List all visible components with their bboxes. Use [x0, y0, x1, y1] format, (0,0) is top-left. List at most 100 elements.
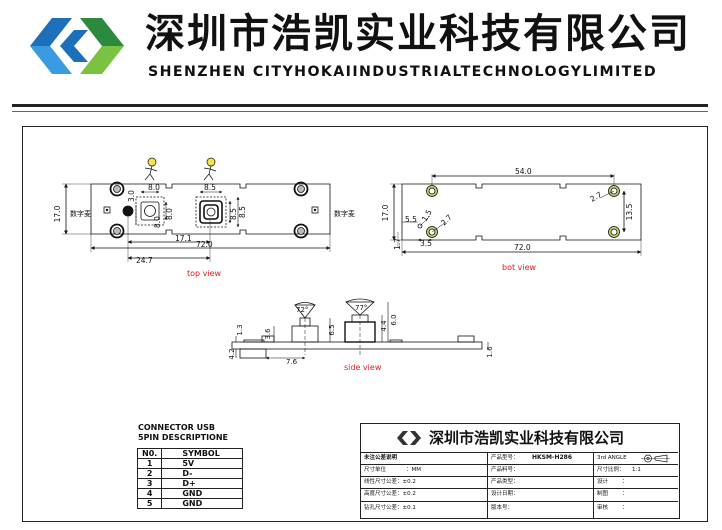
drafter-label: 制图 [597, 491, 609, 497]
company-header: 深圳市浩凯实业科技有限公司 SHENZHEN CITYHOKAIINDUSTRI… [0, 0, 722, 96]
reviewer-value: ： [622, 505, 628, 511]
company-name-en: SHENZHEN CITYHOKAIINDUSTRIALTECHNOLOGYLI… [148, 64, 658, 80]
pin-symbol-header: SYMBOL [161, 448, 244, 459]
pin-symbol: D+ [161, 478, 244, 489]
dim-label: 24.7 [136, 256, 153, 265]
version-label: 版本号： [491, 505, 514, 511]
mic-label-left: 数字麦 [70, 209, 91, 218]
reviewer-label: 审核 [597, 505, 609, 511]
mount-hole [109, 223, 125, 239]
dim-label: 72° [296, 306, 308, 314]
designer-label: 设计 [597, 479, 609, 485]
dim-label: 17.0 [381, 204, 390, 221]
dim-label: 8.0 [153, 216, 162, 228]
dim-label: 6.5 [328, 324, 336, 335]
mic-label-right: 数字麦 [334, 209, 355, 218]
title-block-company-row: 深圳市浩凯实业科技有限公司 [361, 424, 678, 453]
mount-hole [293, 181, 309, 197]
company-logo-small [397, 431, 421, 445]
grid-line [361, 476, 678, 477]
pin-title-line1: CONNECTOR USB [138, 423, 215, 432]
designer-value: ： [622, 479, 628, 485]
pin-no: 3 [136, 478, 163, 489]
part-no-label: 产品料号： [491, 467, 519, 473]
dim-label: 3.5 [420, 239, 432, 248]
design-date-label: 设计日期： [491, 491, 519, 497]
top-view-caption: top view [187, 269, 222, 278]
mount-hole [109, 181, 125, 197]
pin-symbol: GND [161, 498, 244, 509]
bot-view-caption: bot view [502, 263, 537, 272]
dim-label: 4.2 [228, 348, 236, 359]
pin-symbol: 5V [161, 458, 244, 469]
projection-label: 3rd ANGLE [597, 455, 627, 461]
scale-value: 1:1 [632, 467, 641, 473]
dim-label: 6.0 [390, 314, 398, 325]
pin-title-line2: 5PIN DESCRIPTIONE [138, 433, 229, 442]
dim-label: 13.5 [625, 203, 634, 220]
dim-label: 1.3 [236, 324, 244, 335]
dim-label: 1.6 [486, 346, 494, 358]
tolerance-note-label: 未注公差说明 [364, 455, 398, 461]
product-type-label: 产品类型： [491, 479, 519, 485]
grid-line [361, 488, 678, 489]
bot-view [390, 174, 642, 256]
title-block: 深圳市浩凯实业科技有限公司 未注公差说明 产品型号： HKSM-H286 3rd… [360, 423, 680, 519]
bot-view-labels: 54.0 17.0 5.5 1.5 2.7 2.7 13.5 3.5 72.0 … [381, 167, 634, 252]
pin-no: 2 [136, 468, 163, 479]
dim-label: 54.0 [515, 167, 532, 176]
dim-label: 8.5 [238, 206, 247, 218]
dim-label: 2.7 [589, 190, 604, 204]
dim-label: 8.0 [165, 208, 174, 220]
drafter-value: ： [622, 491, 628, 497]
dim-label: 77° [355, 304, 367, 312]
dim-label: 7.6 [286, 358, 298, 366]
dim-label: 3.0 [127, 190, 136, 202]
dim-label: 17.1 [175, 234, 192, 243]
dim-label: 4.4 [380, 320, 388, 332]
grid-line [361, 464, 678, 465]
linear-tolerance: 线性尺寸公差：±0.2 [364, 479, 416, 485]
side-view [231, 298, 489, 360]
pin-no: 4 [136, 488, 163, 499]
grid-line [487, 452, 488, 518]
grid-line [593, 452, 594, 518]
pin-description-title: CONNECTOR USB 5PIN DESCRIPTIONE [138, 423, 338, 443]
stick-figure-icon [203, 157, 217, 181]
pin-symbol: D- [161, 468, 244, 479]
side-view-caption: side view [344, 363, 382, 372]
pin-symbol: GND [161, 488, 244, 499]
height-tolerance: 高度尺寸公差：±0.2 [364, 491, 416, 497]
dim-label: 5.5 [405, 215, 417, 224]
dim-label: 8.5 [204, 183, 216, 192]
grid-line [361, 501, 678, 502]
side-view-board [231, 341, 483, 350]
title-block-company: 深圳市浩凯实业科技有限公司 [429, 429, 625, 447]
dim-label: 17.0 [53, 205, 62, 222]
pin-no: 5 [136, 498, 163, 509]
model-value: HKSM-H286 [532, 454, 572, 461]
stick-figure-icon [144, 157, 158, 181]
pin-no: 1 [136, 458, 163, 469]
header-divider-thick [12, 104, 708, 107]
side-view-labels: 72° 77° 1.3 3.6 4.4 6.0 6.5 4.2 7.6 1.6 [228, 304, 494, 366]
pin-table-header: N0. SYMBOL [136, 448, 244, 459]
top-view [62, 157, 331, 262]
unit-value: ：MM [406, 467, 421, 473]
camera-module-right [195, 196, 227, 228]
scale-label: 尺寸比例： [597, 467, 625, 473]
dim-label: 72.0 [196, 240, 213, 249]
top-view-labels: 17.0 3.0 8.0 8.0 8.0 8.5 8.5 8.5 17.1 72… [53, 183, 355, 265]
projection-symbol-icon [641, 454, 670, 463]
dim-label: 1.7 [393, 238, 402, 250]
dim-label: 1.5 [420, 208, 434, 223]
dim-label: 72.0 [514, 243, 531, 252]
usb-connector [239, 348, 267, 359]
